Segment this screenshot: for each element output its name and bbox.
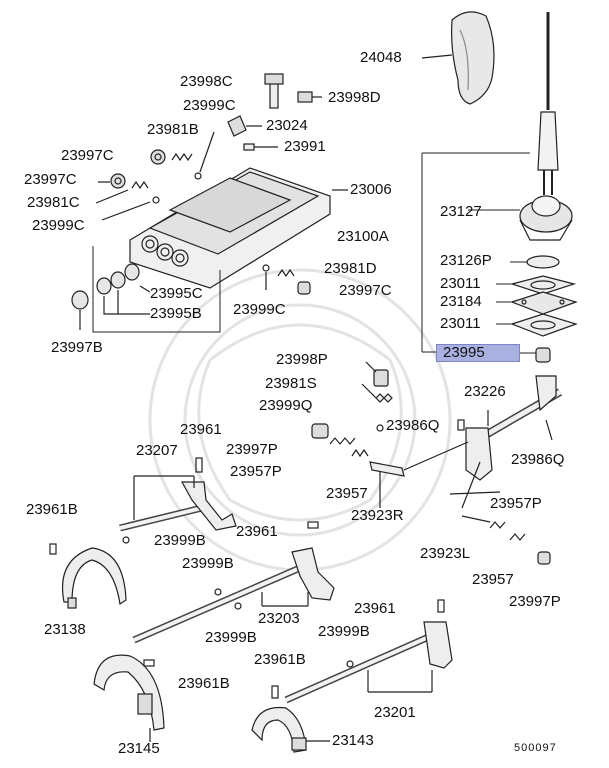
label-23997p-b: 23997P — [509, 593, 561, 610]
label-23986q-b: 23986Q — [511, 451, 565, 468]
label-23961b-a: 23961B — [26, 501, 78, 518]
detent-spring-set — [262, 264, 311, 295]
center-spring-pins — [311, 423, 551, 565]
label-23999c-c: 23999C — [233, 301, 286, 318]
shift-knob — [421, 11, 495, 105]
shift-fork-23143 — [251, 706, 330, 753]
label-23995b: 23995B — [150, 305, 202, 322]
label-23957p-a: 23957P — [230, 463, 282, 480]
assembly-bracket-23100A — [421, 152, 536, 354]
label-23024: 23024 — [266, 117, 308, 134]
label-23011-b: 23011 — [440, 315, 481, 332]
label-23999b-c: 23999B — [205, 629, 257, 646]
label-23995-highlighted[interactable]: 23995 — [436, 344, 520, 362]
label-23981s: 23981S — [265, 375, 317, 392]
label-23126p: 23126P — [440, 252, 492, 269]
label-23981b-top: 23981B — [147, 121, 199, 138]
shift-fork-23145 — [93, 654, 165, 742]
label-23961-a: 23961 — [180, 421, 222, 438]
label-23997b: 23997B — [51, 339, 103, 356]
label-23999c-b: 23999C — [32, 217, 85, 234]
label-23997p-a: 23997P — [226, 441, 278, 458]
label-23986q-a: 23986Q — [386, 417, 440, 434]
label-23997c-c: 23997C — [339, 282, 392, 299]
label-23999b-d: 23999B — [318, 623, 370, 640]
label-23961-c: 23961 — [354, 600, 396, 617]
label-23957-b: 23957 — [472, 571, 514, 588]
label-23991: 23991 — [284, 138, 326, 155]
label-23100a: 23100A — [337, 228, 389, 245]
label-23923r: 23923R — [351, 507, 404, 524]
label-23999b-a: 23999B — [154, 532, 206, 549]
label-24048: 24048 — [360, 49, 402, 66]
label-23203: 23203 — [258, 610, 300, 627]
shift-select-lever — [457, 375, 563, 481]
label-23961b-c: 23961B — [178, 675, 230, 692]
label-23957-a: 23957 — [326, 485, 368, 502]
label-23143: 23143 — [332, 732, 374, 749]
label-23006: 23006 — [350, 181, 392, 198]
shift-cover-housing — [129, 167, 348, 289]
label-23207: 23207 — [136, 442, 178, 459]
label-23961-b: 23961 — [236, 523, 278, 540]
label-23998p: 23998P — [276, 351, 328, 368]
fork-rail-23201 — [271, 599, 453, 704]
label-23184: 23184 — [440, 293, 482, 310]
label-23226: 23226 — [464, 383, 506, 400]
fork-rail-23203 — [132, 521, 335, 644]
label-23961b-b: 23961B — [254, 651, 306, 668]
shift-fork-23138 — [49, 543, 127, 609]
label-23145: 23145 — [118, 740, 160, 757]
diagram-code: 500097 — [514, 742, 557, 754]
label-23981c: 23981C — [27, 194, 80, 211]
label-23138: 23138 — [44, 621, 86, 638]
upper-left-fasteners — [95, 73, 322, 221]
shift-lever — [509, 12, 578, 363]
label-23997c-b: 23997C — [24, 171, 77, 188]
label-23995c: 23995C — [150, 285, 203, 302]
label-23998c: 23998C — [180, 73, 233, 90]
housing-bracket — [92, 246, 221, 333]
bushings — [71, 263, 151, 330]
fork-rail-23207 — [119, 457, 237, 544]
label-23999q: 23999Q — [259, 397, 313, 414]
label-23201: 23201 — [374, 704, 416, 721]
label-23957p-b: 23957P — [490, 495, 542, 512]
select-stopper-parts — [361, 361, 393, 432]
label-23923l: 23923L — [420, 545, 471, 562]
label-23011-a: 23011 — [440, 275, 481, 292]
label-23127: 23127 — [440, 203, 482, 220]
label-23998d: 23998D — [328, 89, 381, 106]
label-23981d: 23981D — [324, 260, 377, 277]
label-23997c-a: 23997C — [61, 147, 114, 164]
label-23999c-top: 23999C — [183, 97, 236, 114]
label-23999b-b: 23999B — [182, 555, 234, 572]
